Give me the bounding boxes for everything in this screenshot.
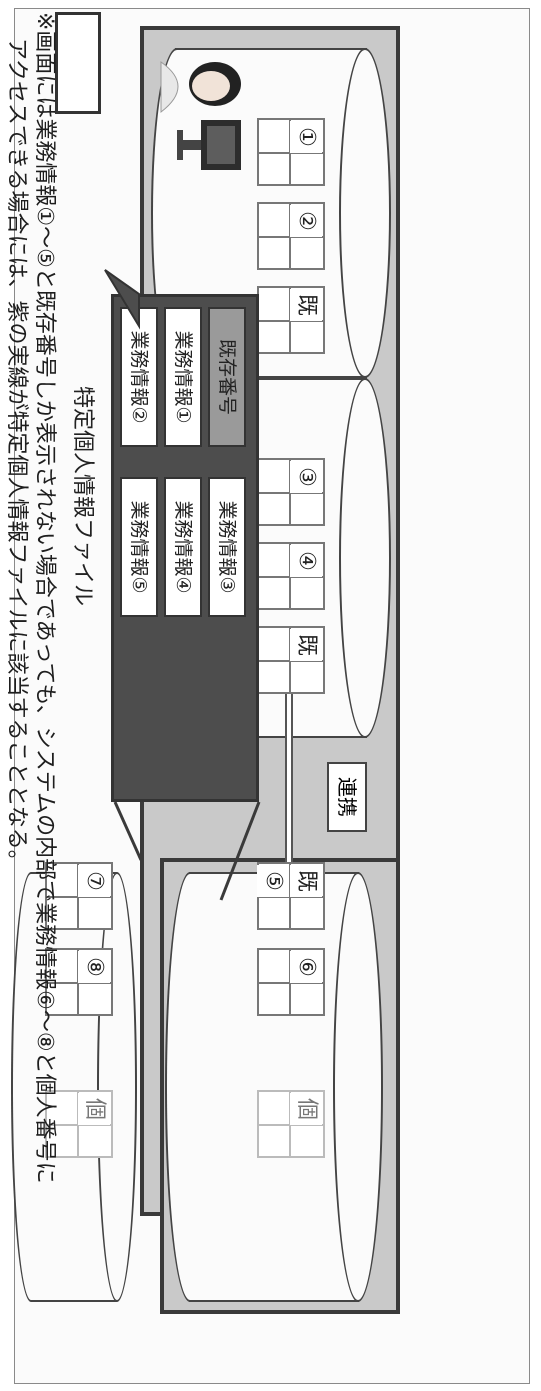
table-2: ② <box>257 202 325 270</box>
table-8-label: ⑧ <box>78 951 110 983</box>
popup-connector-lines <box>113 801 261 901</box>
table-7-label: ⑦ <box>78 865 110 897</box>
table-personal-2-label: 個 <box>78 1093 110 1125</box>
table-5-label: ⑤ <box>257 865 289 897</box>
screen-items-popup: 既存番号 業務情報① 業務情報② 業務情報③ 業務情報④ 業務情報⑤ <box>111 294 259 802</box>
table-1: ① <box>257 118 325 186</box>
table-4-label: ④ <box>290 545 322 577</box>
table-personal-1-label: 個 <box>290 1093 322 1125</box>
table-existing-2: 既 <box>257 626 325 694</box>
link-connector <box>285 694 293 862</box>
popup-item-business-info-5: 業務情報⑤ <box>120 477 158 617</box>
user-at-computer-icon <box>160 61 241 170</box>
empty-label-box <box>55 12 101 114</box>
table-3: ③ <box>257 458 325 526</box>
table-personal-1: 個 <box>257 1090 325 1158</box>
popup-item-business-info-4: 業務情報④ <box>164 477 202 617</box>
popup-item-business-info-3: 業務情報③ <box>208 477 246 617</box>
note-line-2: アクセスできる場合には、紫の実線が特定個人情報ファイルに該当することとなる。 <box>4 38 29 872</box>
link-label: 連携 <box>327 762 367 832</box>
table-1-label: ① <box>290 121 322 153</box>
table-3-label: ③ <box>290 461 322 493</box>
table-6-label: ⑥ <box>290 951 322 983</box>
popup-item-business-info-1: 業務情報① <box>164 307 202 447</box>
popup-item-existing-number: 既存番号 <box>208 307 246 447</box>
table-4: ④ <box>257 542 325 610</box>
file-caption: 特定個人情報ファイル <box>70 386 95 607</box>
table-existing-1-label: 既 <box>290 289 322 321</box>
popup-callout-tail <box>104 269 140 330</box>
table-existing-1: 既 <box>257 286 325 354</box>
table-existing-2-label: 既 <box>290 629 322 661</box>
table-6: ⑥ <box>257 948 325 1016</box>
table-existing-3-label: 既 <box>290 865 322 897</box>
table-2-label: ② <box>290 205 322 237</box>
database-cylinder-3 <box>165 872 383 1302</box>
